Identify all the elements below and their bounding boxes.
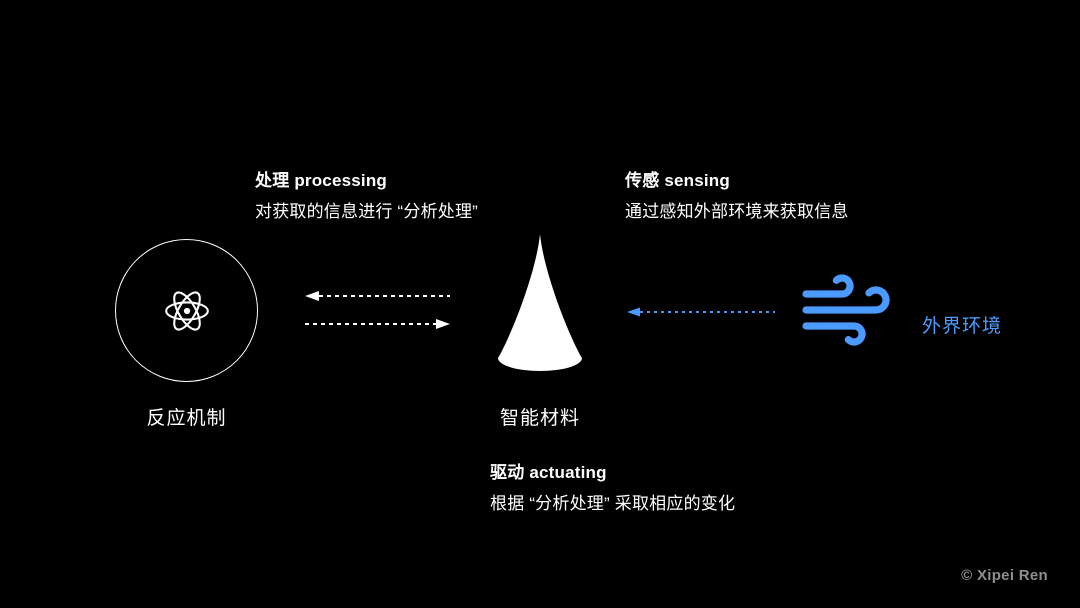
- cone-shape: [490, 232, 590, 382]
- atom-icon: [162, 286, 212, 336]
- processing-description: 对获取的信息进行 “分析处理”: [255, 202, 479, 221]
- processing-title: 处理 processing: [255, 171, 388, 190]
- arrow-material-to-mechanism: [305, 290, 450, 302]
- processing-annotation: 处理 processing 对获取的信息进行 “分析处理”: [255, 172, 478, 220]
- smart-material-label: 智能材料: [499, 408, 580, 429]
- actuating-annotation: 驱动 actuating 根据 “分析处理” 采取相应的变化: [490, 464, 735, 512]
- credit-text: © Xipei Ren: [961, 567, 1048, 584]
- wind-icon: [798, 262, 894, 358]
- actuating-description: 根据 “分析处理” 采取相应的变化: [490, 494, 736, 513]
- sensing-annotation: 传感 sensing 通过感知外部环境来获取信息: [625, 172, 849, 220]
- external-environment-label: 外界环境: [922, 316, 1003, 337]
- arrow-mechanism-to-material: [305, 318, 450, 330]
- sensing-description: 通过感知外部环境来获取信息: [625, 202, 849, 221]
- reaction-mechanism-label: 反应机制: [146, 408, 227, 429]
- reaction-mechanism-node: [115, 239, 258, 382]
- sensing-title: 传感 sensing: [625, 171, 730, 190]
- actuating-title: 驱动 actuating: [490, 463, 607, 482]
- arrow-environment-to-material: [627, 306, 775, 318]
